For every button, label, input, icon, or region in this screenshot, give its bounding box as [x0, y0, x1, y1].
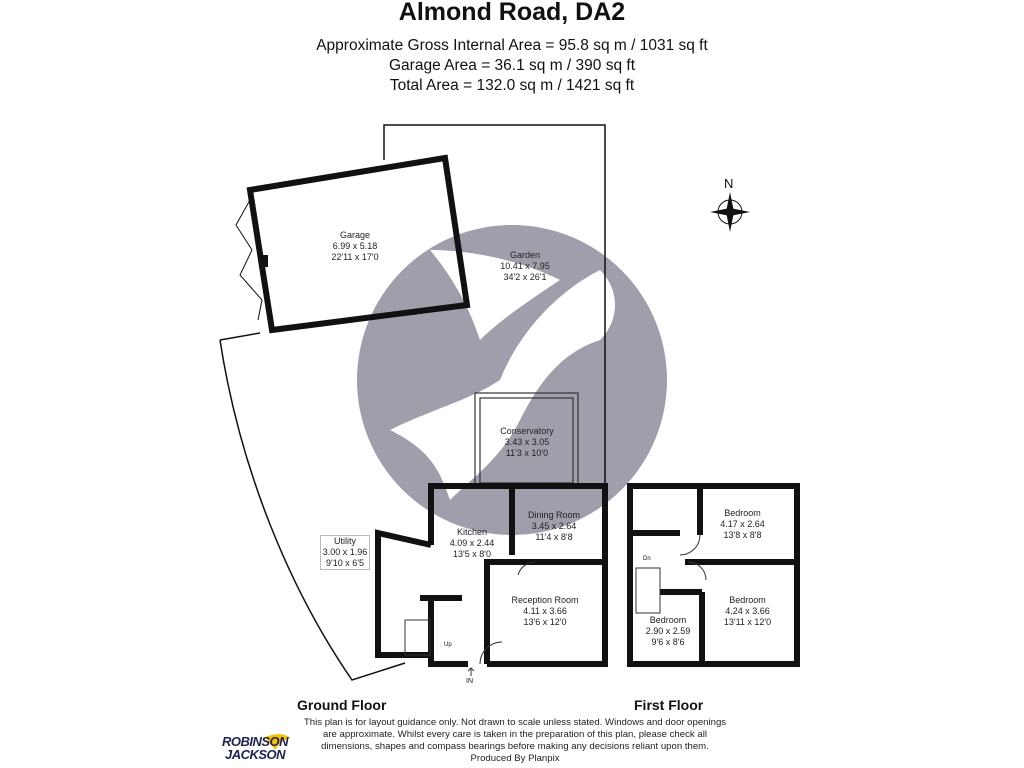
stairs-down-label: Dn: [643, 556, 651, 562]
garden-boundary: [219, 124, 606, 681]
first-floor-label: First Floor: [634, 697, 704, 713]
compass-north-label: N: [724, 176, 734, 191]
entrance-label: IN: [466, 678, 473, 685]
entrance-arrow-icon: [467, 667, 475, 676]
ground-floor-walls: [375, 483, 608, 667]
stairs-up-label: Up: [444, 642, 452, 648]
produced-by: Produced By Planpix: [470, 753, 560, 764]
garage-area: Garage Area = 36.1 sq m / 390 sq ft: [389, 57, 635, 74]
garage-walls: [235, 154, 471, 334]
first-floor-walls: [627, 483, 800, 667]
gross-internal-area: Approximate Gross Internal Area = 95.8 s…: [316, 37, 708, 54]
page-title: Almond Road, DA2: [398, 0, 626, 26]
ground-floor-doors: [404, 561, 536, 665]
ground-floor-label: Ground Floor: [297, 697, 387, 713]
disclaimer: This plan is for layout guidance only. N…: [300, 717, 730, 765]
compass-icon: [710, 192, 750, 232]
first-floor-doors: [635, 534, 707, 614]
logo-bird-icon: [265, 734, 290, 750]
total-area: Total Area = 132.0 sq m / 1421 sq ft: [389, 77, 635, 94]
